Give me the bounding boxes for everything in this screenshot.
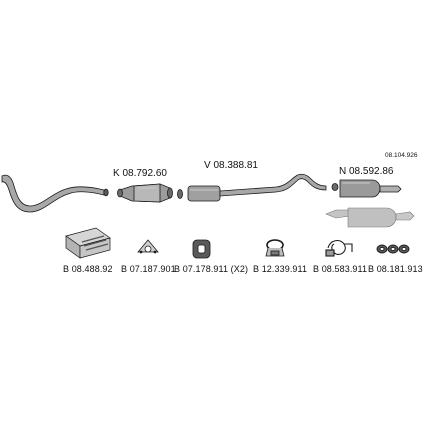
mounting-kit-box-icon bbox=[65, 227, 111, 259]
middle-silencer-label: V 08.388.81 bbox=[204, 160, 258, 171]
catalyst-label: K 08.792.60 bbox=[113, 168, 167, 179]
rear-silencer-alternative bbox=[325, 207, 415, 228]
hanger-bracket-icon bbox=[325, 239, 353, 257]
rubber-rings-icon bbox=[376, 244, 410, 254]
accessory-label-hanger-bracket: B 08.583.911 bbox=[313, 264, 368, 274]
catalyst-converter bbox=[117, 183, 173, 203]
gasket-icon bbox=[137, 239, 159, 254]
accessory-label-rubber-rings: B 08.181.913 bbox=[368, 264, 423, 274]
rear-alternative-label: 08.104.926 bbox=[385, 152, 418, 159]
accessory-label-clamp: B 12.339.911 bbox=[253, 264, 308, 274]
front-pipe bbox=[1, 174, 109, 213]
rear-silencer-label: N 08.592.86 bbox=[339, 166, 394, 177]
accessory-label-rubber-mount: B 07.178.911 (X2) bbox=[174, 264, 249, 274]
accessory-label-mounting-kit: B 08.488.92 bbox=[63, 264, 113, 274]
accessory-label-gasket: B 07.187.901 bbox=[121, 264, 176, 274]
rubber-mount-icon bbox=[192, 239, 211, 259]
rear-silencer bbox=[331, 179, 402, 198]
clamp-icon bbox=[265, 239, 285, 257]
middle-silencer bbox=[187, 173, 327, 202]
connector-flange bbox=[177, 189, 183, 199]
